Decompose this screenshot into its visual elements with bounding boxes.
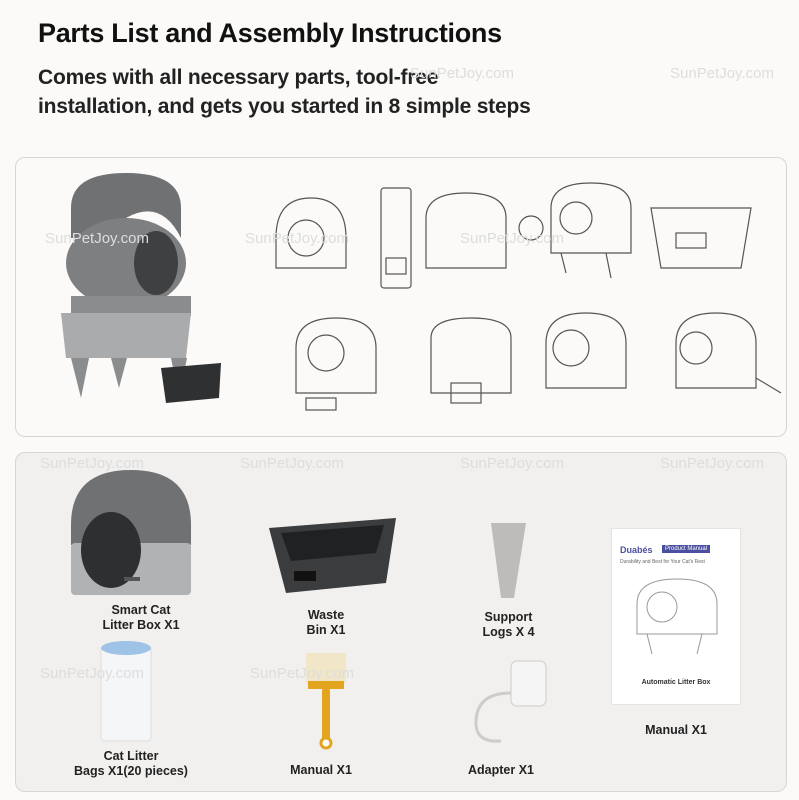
manual-image: Duabés Product Manual Durability and Bes… xyxy=(611,528,741,705)
step-8b xyxy=(675,312,782,394)
subtitle-line-2: installation, and gets you started in 8 … xyxy=(38,95,531,118)
watermark: SunPetJoy.com xyxy=(45,230,149,247)
support-leg-image xyxy=(491,523,526,598)
step-7 xyxy=(430,317,512,404)
manual-brand: Duabés xyxy=(620,545,653,555)
watermark: SunPetJoy.com xyxy=(660,455,764,472)
watermark: SunPetJoy.com xyxy=(250,665,354,682)
step-3 xyxy=(425,192,544,269)
exploded-litter-box-image xyxy=(61,173,221,403)
watermark: SunPetJoy.com xyxy=(40,455,144,472)
part-label-brush-manual: Manual X1 xyxy=(290,763,352,777)
watermark: SunPetJoy.com xyxy=(460,230,564,247)
step-8a xyxy=(545,312,627,389)
subtitle-line-1: Comes with all necessary parts, tool-fre… xyxy=(38,66,439,89)
smart-cat-litter-box-image xyxy=(71,470,191,595)
manual-footer: Automatic Litter Box xyxy=(641,679,711,686)
manual-drawing xyxy=(636,578,718,655)
watermark: SunPetJoy.com xyxy=(670,65,774,82)
adapter-image xyxy=(474,660,547,743)
watermark: SunPetJoy.com xyxy=(460,455,564,472)
manual-tagline: Durability and Best for Your Cat's Rest xyxy=(620,559,705,565)
step-5 xyxy=(650,207,752,269)
waste-bin-image xyxy=(269,518,396,593)
assembly-steps-diagram xyxy=(275,182,782,411)
part-label-manual: Manual X1 xyxy=(645,723,707,737)
brush-image xyxy=(306,653,346,750)
step-4 xyxy=(550,182,632,279)
cat-litter-bags-image xyxy=(100,641,152,742)
watermark: SunPetJoy.com xyxy=(410,65,514,82)
assembly-panel xyxy=(15,157,787,437)
watermark: SunPetJoy.com xyxy=(240,455,344,472)
manual-badge: Product Manual xyxy=(662,545,711,553)
watermark: SunPetJoy.com xyxy=(245,230,349,247)
watermark: SunPetJoy.com xyxy=(40,665,144,682)
page-title: Parts List and Assembly Instructions xyxy=(38,18,502,48)
part-label-adapter: Adapter X1 xyxy=(468,763,534,777)
step-6 xyxy=(295,317,377,411)
step-2 xyxy=(380,187,412,289)
step-1 xyxy=(275,197,347,269)
